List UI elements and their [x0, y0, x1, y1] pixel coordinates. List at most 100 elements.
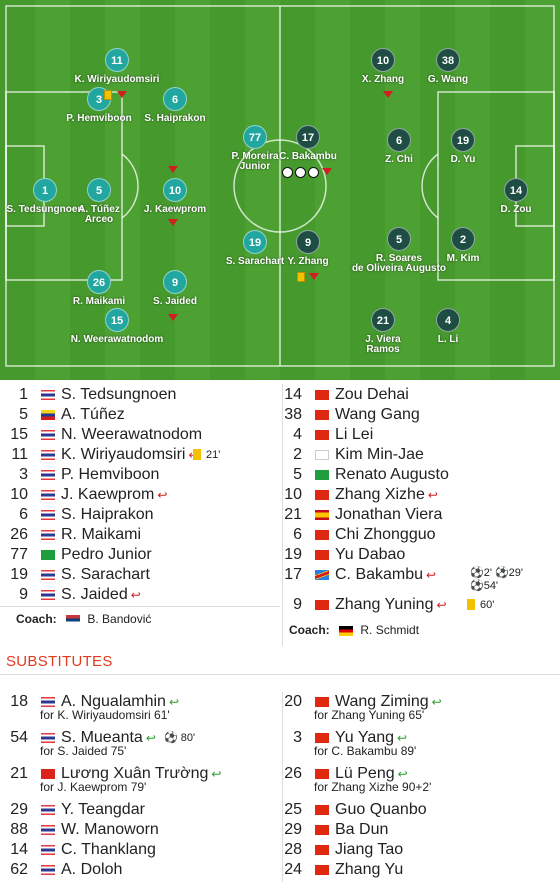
- cn-flag-icon: [315, 825, 329, 835]
- shirt-number: 14: [10, 841, 28, 858]
- player-name: Guo Quanbo: [335, 801, 427, 818]
- player-name: Lương Xuân Trường↩: [61, 765, 222, 782]
- player-number: 1: [33, 178, 57, 202]
- cn-flag-icon: [315, 805, 329, 815]
- es-flag-icon: [315, 510, 329, 520]
- player-number: 9: [296, 230, 320, 254]
- shirt-number: 3: [293, 729, 302, 746]
- cn-flag-icon: [315, 390, 329, 400]
- br-flag-icon: [41, 550, 55, 560]
- substitution-detail: for S. Jaided 75': [40, 744, 127, 758]
- substitution-detail: for J. Kaewprom 79': [40, 780, 147, 794]
- yellow-card-icon: [297, 272, 305, 282]
- br-flag-icon: [315, 470, 329, 480]
- player-name: X. Zhang: [361, 74, 405, 85]
- shirt-number: 3: [19, 466, 28, 483]
- player-name: W. Manoworn: [61, 821, 159, 838]
- player-name: S. Sarachart: [225, 256, 285, 267]
- player-name: P. Hemviboon: [66, 113, 132, 124]
- player-name: C. Bakambu: [279, 151, 337, 162]
- player-number: 10: [371, 48, 395, 72]
- cn-flag-icon: [315, 865, 329, 875]
- th-flag-icon: [41, 470, 55, 480]
- player-name: R. Maikami: [61, 526, 142, 543]
- substitution-detail: for K. Wiriyaudomsiri 61': [40, 708, 170, 722]
- th-flag-icon: [41, 510, 55, 520]
- player-number: 26: [87, 270, 111, 294]
- shirt-number: 9: [19, 586, 28, 603]
- cn-flag-icon: [315, 697, 329, 707]
- player-number: 15: [105, 308, 129, 332]
- player-name: G. Wang: [427, 74, 469, 85]
- shirt-number: 29: [284, 821, 302, 838]
- shirt-number: 20: [284, 693, 302, 710]
- th-flag-icon: [41, 845, 55, 855]
- substitution-icon: [383, 91, 393, 98]
- goal-ball-icon: [282, 167, 293, 178]
- sub-out-icon: ↩: [436, 597, 447, 612]
- substitution-detail: for Zhang Yuning 65': [314, 708, 425, 722]
- player-number: 6: [163, 87, 187, 111]
- player-name: L. Li: [437, 334, 459, 345]
- player-number: 38: [436, 48, 460, 72]
- lineup-row[interactable]: 11K. Wiriyaudomsiri↩21': [0, 445, 270, 465]
- player-name: Wang Ziming↩: [335, 693, 442, 710]
- shirt-number: 5: [293, 466, 302, 483]
- substitution-icon: [168, 314, 178, 321]
- player-name: Renato Augusto: [335, 466, 449, 483]
- substitution-icon: [322, 168, 332, 175]
- th-flag-icon: [41, 805, 55, 815]
- sub-out-icon: ↩: [130, 587, 141, 602]
- lineup-row[interactable]: 20 Wang Ziming↩: [274, 692, 544, 712]
- player-name: J. Kaewprom↩: [61, 486, 168, 503]
- player-name: S. Mueanta↩: [61, 729, 156, 746]
- substitution-icon: [309, 273, 319, 280]
- shirt-number: 1: [19, 386, 28, 403]
- player-name: S. Jaided: [153, 296, 197, 307]
- player-name: Li Lei: [335, 426, 374, 443]
- th-flag-icon: [41, 390, 55, 400]
- th-flag-icon: [41, 490, 55, 500]
- cn-flag-icon: [315, 430, 329, 440]
- shirt-number: 21: [284, 506, 302, 523]
- lineup-row[interactable]: 5 Renato Augusto: [274, 465, 544, 485]
- pitch-lines: [5, 5, 555, 367]
- shirt-number: 14: [284, 386, 302, 403]
- substitution-icon: [168, 166, 178, 173]
- player-name: Wang Gang: [335, 406, 420, 423]
- player-name: K. Wiriyaudomsiri↩: [61, 445, 199, 465]
